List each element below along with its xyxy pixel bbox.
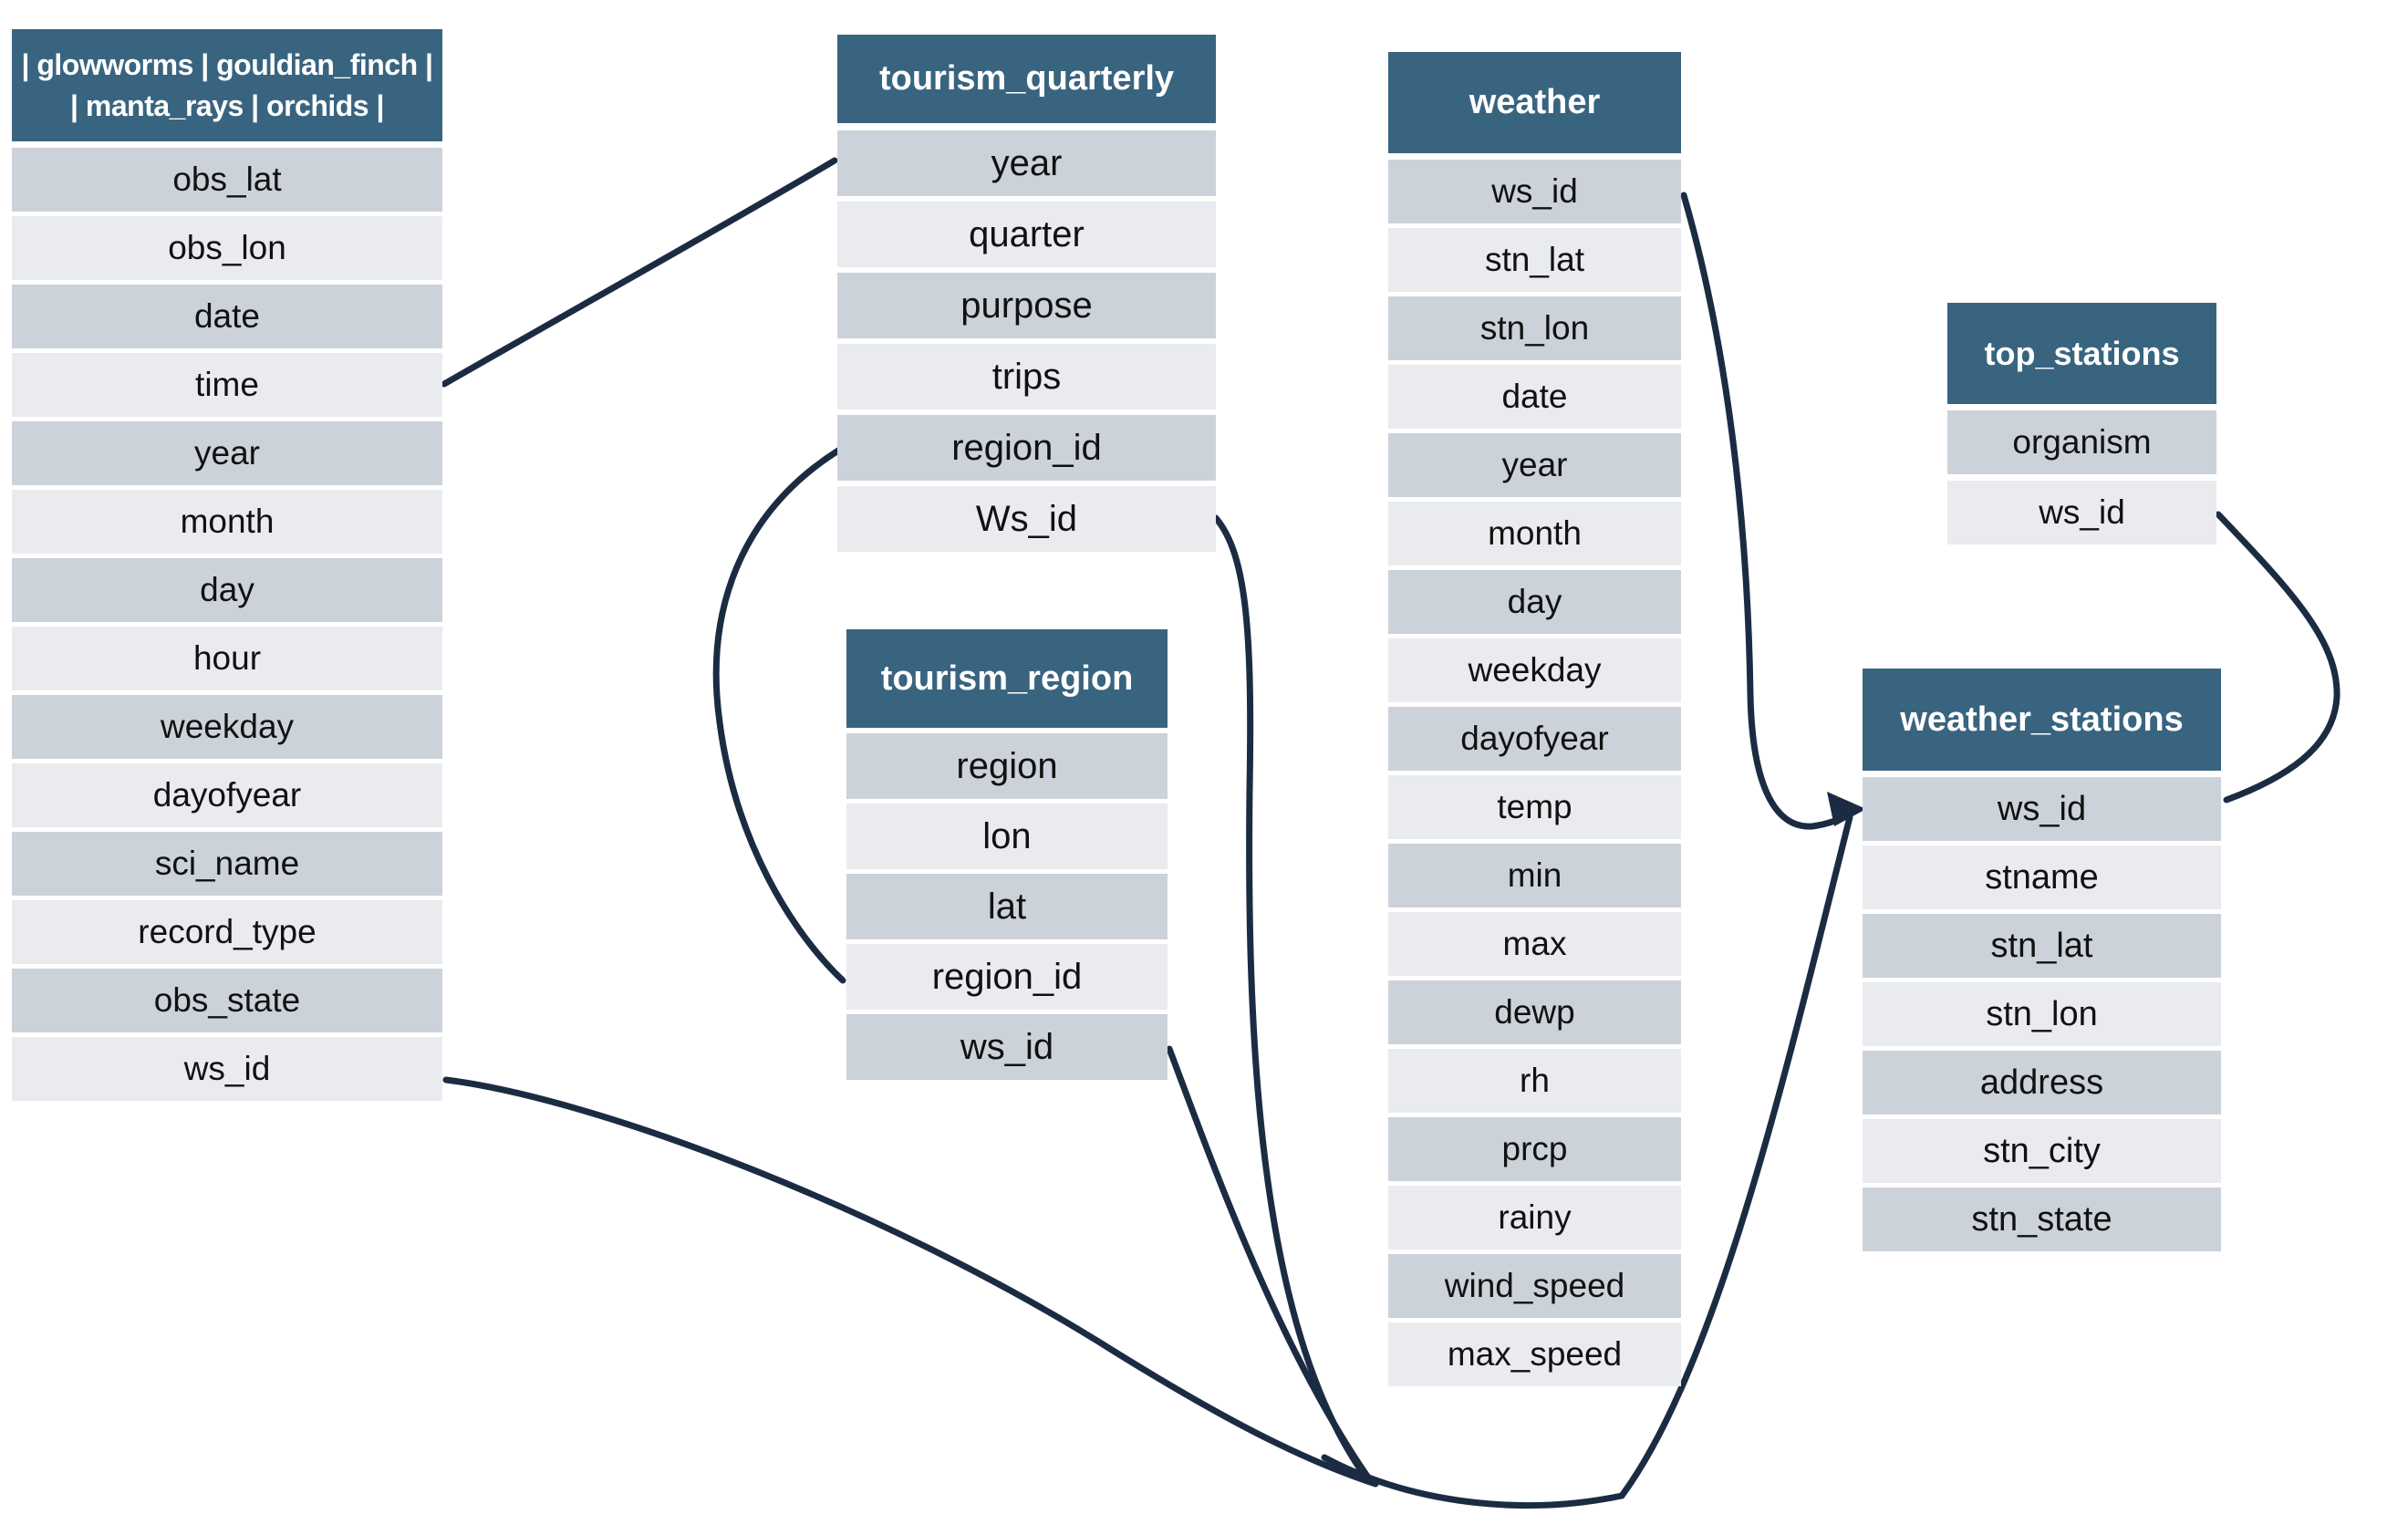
field-row: lon [846,804,1168,869]
field-row: trips [837,344,1216,410]
field-row: stn_state [1863,1187,2221,1251]
field-row: stn_lat [1863,914,2221,978]
field-row: time [12,353,442,417]
field-row: record_type [12,900,442,964]
field-row: obs_lat [12,148,442,212]
field-row: ws_id [1947,481,2216,544]
field-row: hour [12,627,442,690]
field-row: Ws_id [837,486,1216,552]
table-title-line: | manta_rays | orchids | [70,88,384,122]
field-row: organism [1947,410,2216,474]
table-organisms: | glowworms | gouldian_finch | | manta_ra… [12,29,442,1105]
connector-tourism-region-ws-id-to-merge [1166,1045,1372,1481]
field-row: region_id [846,944,1168,1010]
field-row: stn_city [1863,1119,2221,1183]
field-row: weekday [1388,638,1681,702]
table-title-line: weather_stations [1900,700,2184,739]
field-row: stn_lon [1863,982,2221,1046]
field-row: day [1388,570,1681,634]
field-row: stname [1863,845,2221,909]
field-row: address [1863,1051,2221,1115]
field-row: obs_state [12,969,442,1032]
field-row: region [846,733,1168,799]
field-row: wind_speed [1388,1254,1681,1318]
table-top-stations: top_stations organism ws_id [1947,303,2216,551]
field-row: dewp [1388,980,1681,1044]
field-row: date [12,285,442,348]
field-row: purpose [837,273,1216,338]
field-row: year [1388,433,1681,497]
field-row: stn_lat [1388,228,1681,292]
field-row: max [1388,912,1681,976]
field-row: quarter [837,202,1216,267]
connector-tourism-quarterly-region-id-to-tourism-region-region-id [712,447,846,984]
table-title-line: | glowworms | gouldian_finch | [21,47,433,81]
table-header: tourism_quarterly [837,35,1216,123]
field-row: min [1388,844,1681,907]
connector-organisms-time-to-tourism-quarterly-year [441,157,838,388]
field-row: ws_id [1863,777,2221,841]
field-row: dayofyear [1388,707,1681,771]
field-row: rh [1388,1049,1681,1113]
table-title-line: weather [1469,83,1601,121]
field-row: month [12,490,442,554]
table-title-line: tourism_region [880,658,1134,698]
field-row: ws_id [1388,160,1681,223]
table-title-line: tourism_quarterly [878,59,1175,98]
field-row: stn_lon [1388,296,1681,360]
field-row: obs_lon [12,216,442,280]
field-row: dayofyear [12,763,442,827]
table-header: | glowworms | gouldian_finch | | manta_ra… [12,29,442,141]
table-title-line: top_stations [1984,334,2180,372]
field-row: temp [1388,775,1681,839]
connector-tourism-quarterly-ws-id-to-merge [1212,514,1365,1474]
field-rows: organism ws_id [1947,410,2216,544]
field-row: ws_id [846,1014,1168,1080]
field-row: month [1388,502,1681,565]
connector-top-stations-ws-id-to-weather-stations-ws-id [2215,511,2341,804]
connector-organisms-ws-id-to-merge [442,1076,1379,1488]
field-row: lat [846,874,1168,939]
field-row: sci_name [12,832,442,896]
field-row: weekday [12,695,442,759]
table-header: top_stations [1947,303,2216,404]
connector-weather-ws-id-to-weather-stations-ws-id [1680,192,1856,830]
field-row: region_id [837,415,1216,481]
field-row: date [1388,365,1681,429]
field-row: max_speed [1388,1322,1681,1386]
field-row: rainy [1388,1186,1681,1250]
table-header: tourism_region [846,629,1168,728]
field-row: prcp [1388,1117,1681,1181]
field-row: year [12,421,442,485]
table-header: weather_stations [1863,669,2221,771]
field-row: day [12,558,442,622]
table-header: weather [1388,52,1681,153]
fk-arrowhead [1827,792,1866,826]
field-row: year [837,130,1216,196]
field-row: ws_id [12,1037,442,1101]
